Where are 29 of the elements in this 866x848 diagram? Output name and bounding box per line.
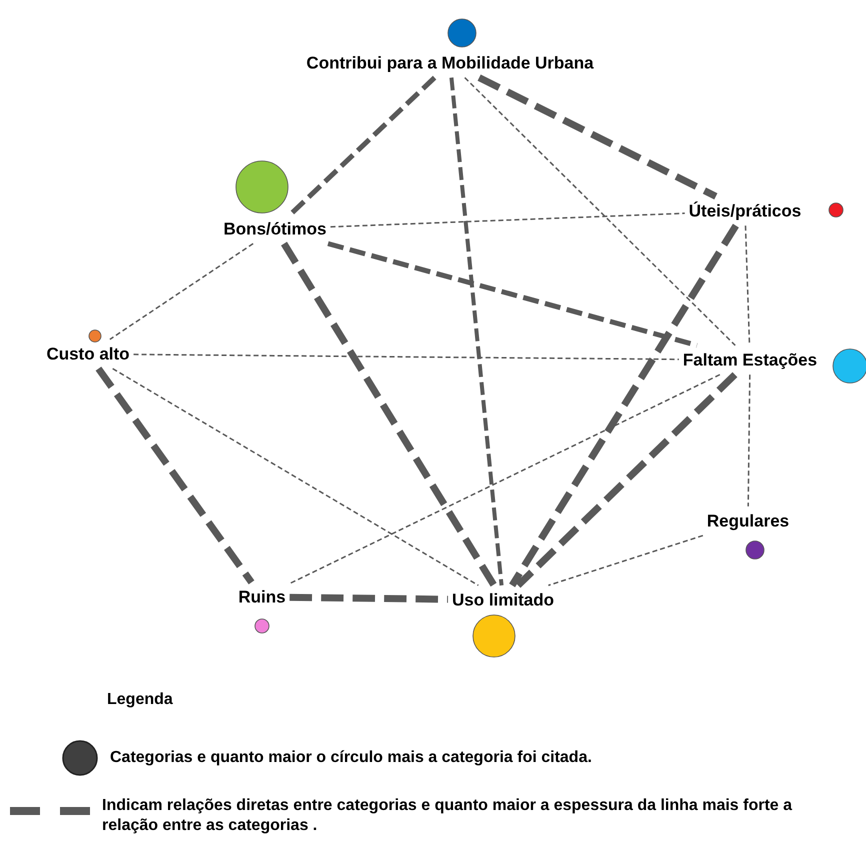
category-label: Faltam Estações — [682, 349, 818, 371]
connector-line — [747, 374, 751, 506]
category-label: Contribui para a Mobilidade Urbana — [306, 52, 594, 74]
connector-line — [109, 243, 254, 340]
category-label: Regulares — [706, 510, 790, 532]
connector-line — [96, 366, 254, 584]
category-label: Bons/ótimos — [224, 218, 326, 240]
connector-line — [548, 534, 704, 586]
connector-line — [449, 77, 504, 586]
connector-line — [464, 77, 736, 346]
category-label: Ruins — [238, 586, 286, 608]
connector-line — [288, 76, 436, 216]
category-label: Uso limitado — [452, 589, 554, 611]
connector-line — [327, 241, 698, 348]
connector-line — [281, 242, 497, 588]
connector-line — [516, 372, 738, 588]
connector-line — [134, 354, 679, 360]
legend-text: Indicam relações diretas entre categorias e quanto maior a espessura da linha mais forte a relação entre as categorias . — [102, 796, 794, 836]
legend-text: Categorias e quanto maior o círculo mais a categoria foi citada. — [110, 748, 593, 768]
connector-line — [290, 594, 448, 603]
connector-line — [289, 374, 720, 584]
connector-line — [330, 212, 685, 228]
category-label: Úteis/práticos — [688, 200, 802, 222]
legend-title: Legenda — [107, 690, 173, 710]
connector-line — [112, 368, 479, 586]
connector-line — [478, 74, 718, 200]
connector-line — [744, 226, 750, 346]
connector-line — [509, 224, 739, 588]
category-label: Custo alto — [46, 343, 130, 365]
